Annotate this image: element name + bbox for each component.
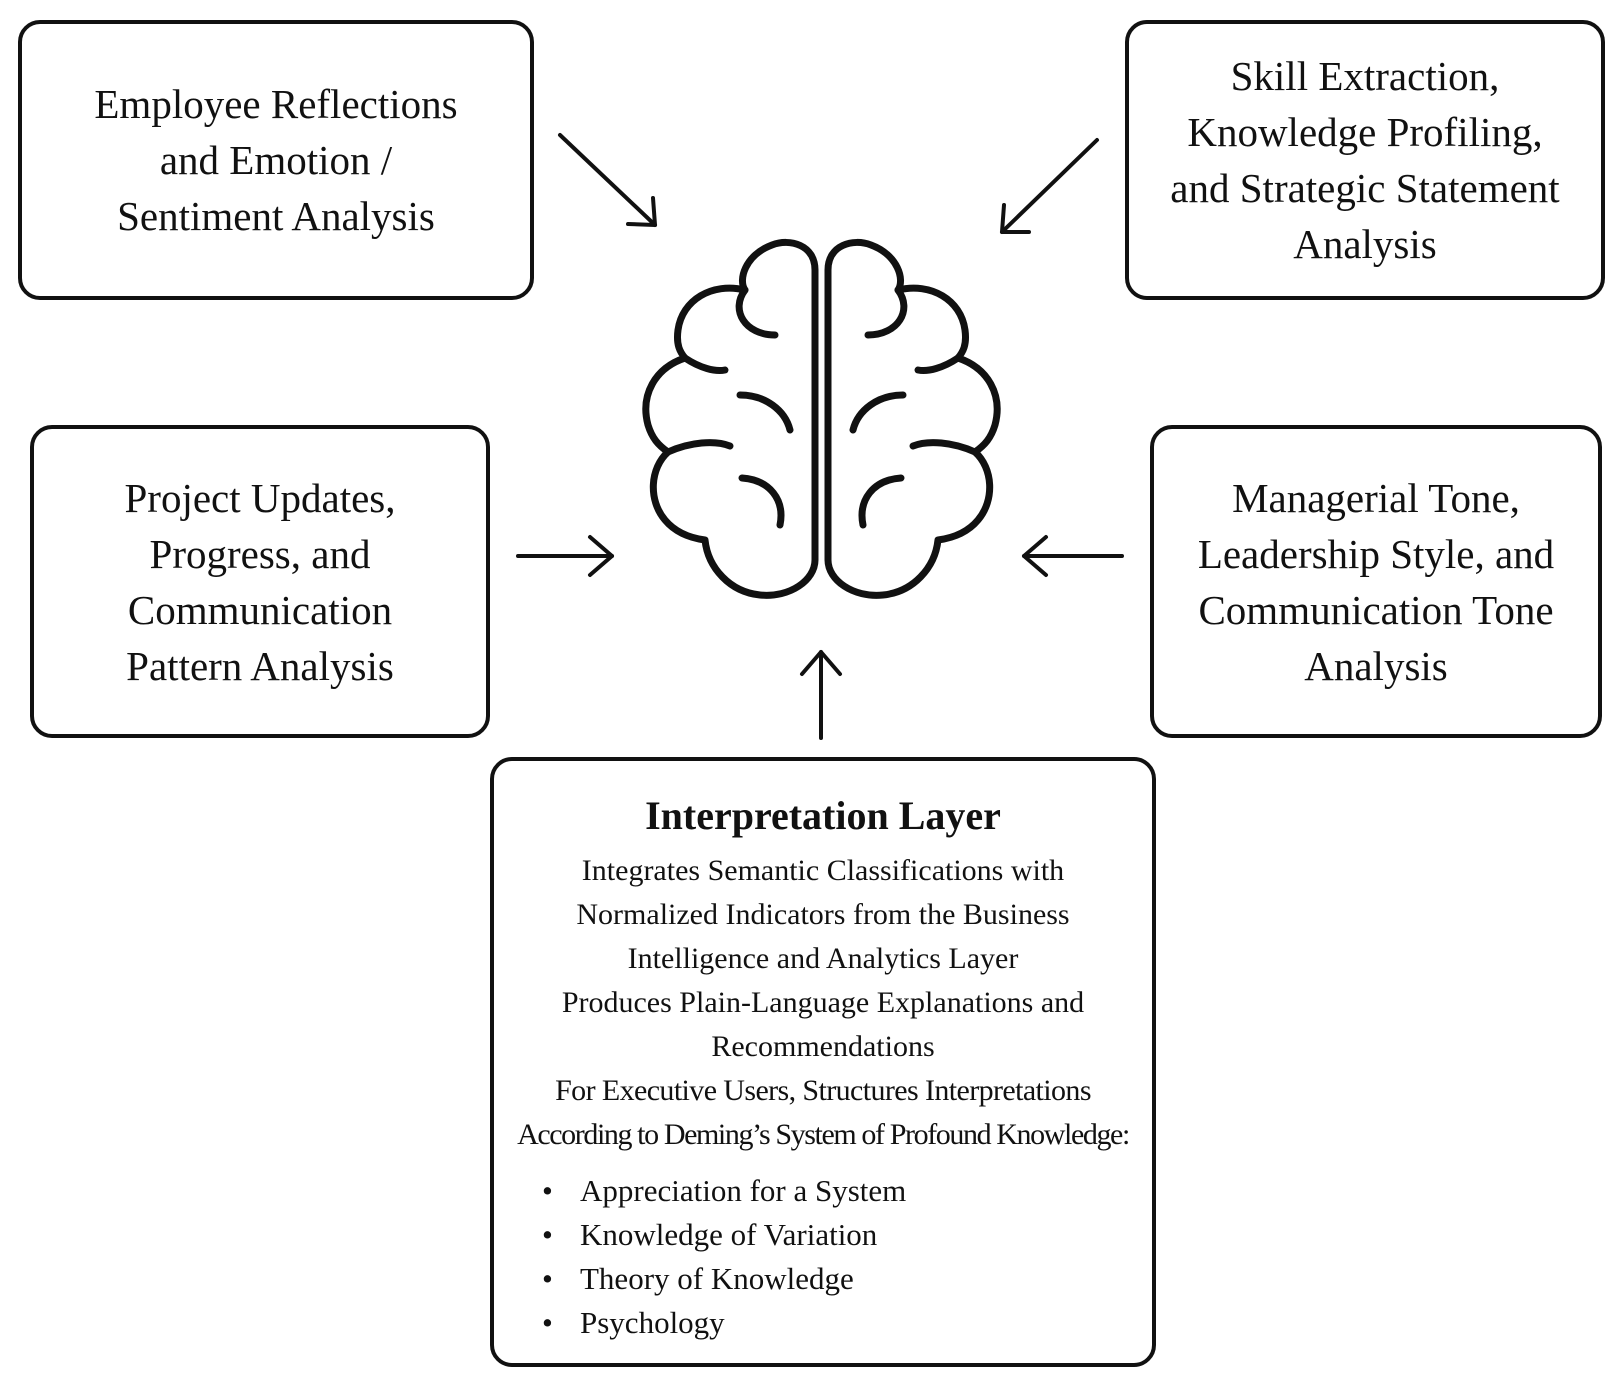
box-skill-extraction: Skill Extraction, Knowledge Profiling, a…: [1125, 20, 1605, 300]
box-line: and Emotion /: [159, 137, 393, 183]
description-line: Intelligence and Analytics Layer: [627, 942, 1019, 975]
description-line: Normalized Indicators from the Business: [576, 898, 1070, 931]
box-line: Knowledge Profiling,: [1187, 109, 1543, 155]
description-line: According to Deming’s System of Profound…: [517, 1118, 1130, 1151]
box-interpretation-layer: Interpretation Layer Integrates Semantic…: [490, 757, 1156, 1367]
arrow-icon: [800, 650, 842, 740]
box-text: Project Updates, Progress, and Communica…: [111, 470, 410, 694]
box-line: Pattern Analysis: [126, 642, 394, 689]
box-line: Skill Extraction,: [1230, 53, 1500, 99]
list-item-label: Appreciation for a System: [580, 1173, 907, 1208]
box-text: Employee Reflections and Emotion / Senti…: [80, 76, 471, 244]
interpretation-layer-description: Integrates Semantic Classifications with…: [494, 849, 1152, 1157]
list-item-label: Knowledge of Variation: [580, 1217, 878, 1252]
list-item: • Appreciation for a System: [542, 1169, 1152, 1213]
description-line: Produces Plain-Language Explanations and: [561, 986, 1085, 1019]
arrow-icon: [516, 535, 614, 577]
box-line: Communication: [127, 586, 393, 633]
arrow-icon: [558, 133, 657, 227]
box-line: Analysis: [1304, 642, 1448, 689]
interpretation-layer-title: Interpretation Layer: [645, 793, 1001, 838]
box-line: Communication Tone: [1198, 586, 1554, 633]
bullet-icon: •: [542, 1217, 553, 1252]
brain-icon: [642, 238, 1001, 599]
box-line: Leadership Style, and: [1197, 530, 1555, 577]
box-managerial-tone: Managerial Tone, Leadership Style, and C…: [1150, 425, 1602, 738]
box-line: Project Updates,: [124, 474, 396, 521]
box-text: Skill Extraction, Knowledge Profiling, a…: [1156, 48, 1573, 272]
deming-knowledge-list: • Appreciation for a System • Knowledge of…: [494, 1169, 1152, 1345]
arrow-icon: [1000, 138, 1099, 234]
box-line: Analysis: [1293, 221, 1437, 267]
box-text: Managerial Tone, Leadership Style, and C…: [1184, 470, 1568, 694]
description-line: For Executive Users, Structures Interpre…: [555, 1074, 1091, 1107]
box-line: Progress, and: [149, 530, 371, 577]
box-line: Managerial Tone,: [1232, 474, 1520, 521]
arrow-icon: [1022, 535, 1124, 577]
bullet-icon: •: [542, 1173, 553, 1208]
bullet-icon: •: [542, 1305, 553, 1340]
box-project-updates: Project Updates, Progress, and Communica…: [30, 425, 490, 738]
description-line: Recommendations: [711, 1030, 935, 1063]
box-line: Employee Reflections: [94, 81, 458, 127]
list-item: • Knowledge of Variation: [542, 1213, 1152, 1257]
box-line: Sentiment Analysis: [117, 193, 435, 239]
box-employee-reflections: Employee Reflections and Emotion / Senti…: [18, 20, 534, 300]
list-item-label: Theory of Knowledge: [580, 1261, 854, 1296]
list-item-label: Psychology: [580, 1305, 725, 1340]
box-line: and Strategic Statement: [1170, 165, 1560, 211]
list-item: • Theory of Knowledge: [542, 1257, 1152, 1301]
list-item: • Psychology: [542, 1301, 1152, 1345]
bullet-icon: •: [542, 1261, 553, 1296]
description-line: Integrates Semantic Classifications with: [581, 854, 1065, 887]
